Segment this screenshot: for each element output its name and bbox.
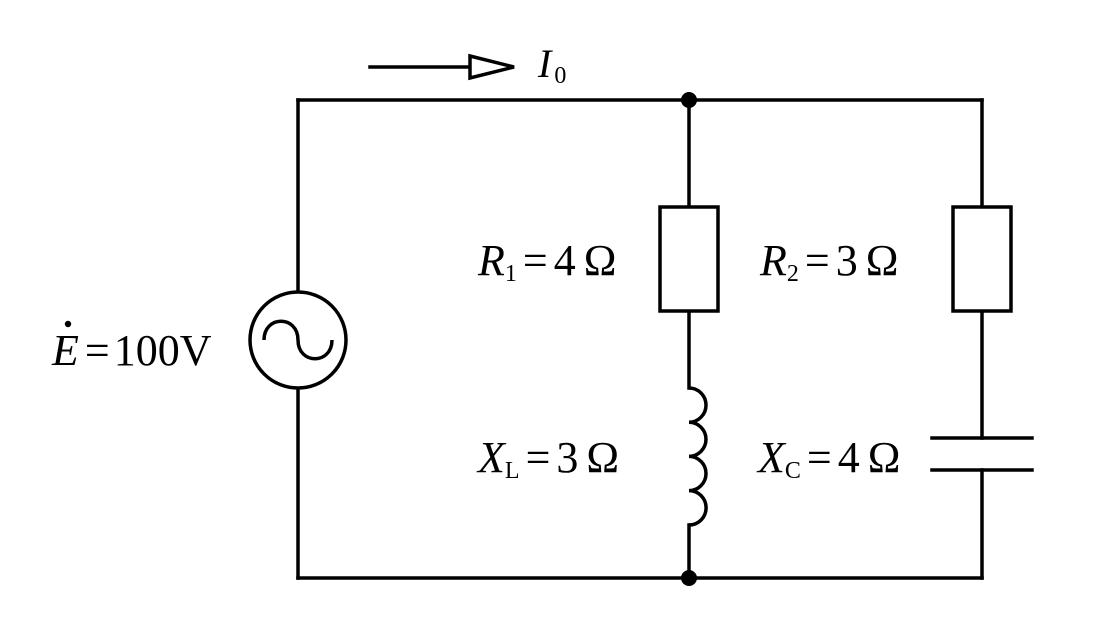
junction-bottom [681,570,697,586]
current-subscript: 0 [554,63,566,89]
capacitor-icon [930,436,1034,472]
r1-value: 4 [554,236,576,285]
current-symbol: I [537,41,553,86]
r2-equals: = [805,236,830,285]
source-equals: = [85,326,110,375]
current-arrow-icon [368,53,515,81]
ac-source-icon [248,290,348,390]
resistor-r2-icon [951,205,1013,313]
r1-symbol: R [477,236,505,285]
source-dot-accent [64,320,72,328]
xl-equals: = [526,433,551,482]
r1-unit: Ω [584,236,617,285]
xc-subscript: C [785,458,801,484]
xl-value: 3 [556,433,578,482]
xl-subscript: L [505,458,520,484]
r2-symbol: R [759,236,787,285]
r1-subscript: 1 [505,261,517,287]
source-value: 100V [114,326,212,375]
resistor-r1-icon [658,205,720,313]
junction-top [681,92,697,108]
r2-unit: Ω [866,236,899,285]
source-label: E=100V [51,326,212,375]
xc-equals: = [807,433,832,482]
r2-value: 3 [836,236,858,285]
xc-symbol: X [756,433,787,482]
source-symbol: E [51,326,79,375]
xl-symbol: X [476,433,507,482]
xl-unit: Ω [586,433,619,482]
xc-unit: Ω [868,433,901,482]
wires [296,98,984,580]
r1-equals: = [523,236,548,285]
xc-value: 4 [838,433,860,482]
r2-subscript: 2 [787,261,799,287]
inductor-icon [688,386,708,527]
